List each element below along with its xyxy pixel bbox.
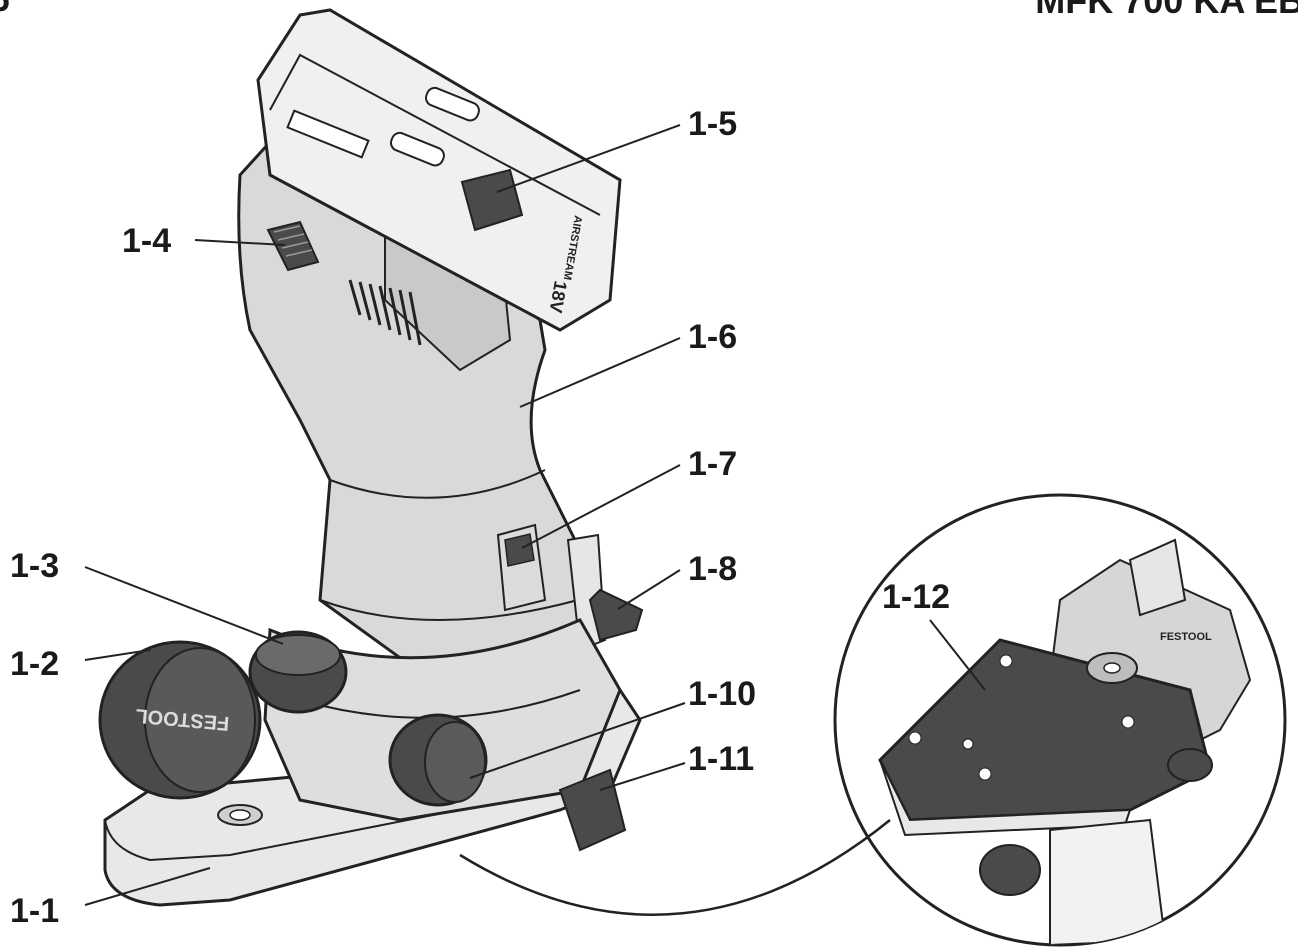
guide-clamp bbox=[558, 768, 627, 852]
label-1-4: 1-4 bbox=[122, 222, 171, 260]
label-1-10: 1-10 bbox=[688, 675, 756, 713]
label-1-6: 1-6 bbox=[688, 318, 737, 356]
detail-inset: FESTOOL bbox=[833, 493, 1287, 947]
label-1-2: 1-2 bbox=[10, 645, 59, 683]
battery-release-button bbox=[460, 168, 524, 232]
on-off-switch bbox=[496, 523, 547, 612]
page-number: 6 bbox=[0, 0, 10, 20]
label-1-7: 1-7 bbox=[688, 445, 737, 483]
speed-wheel bbox=[266, 220, 320, 272]
label-1-5: 1-5 bbox=[688, 105, 737, 143]
label-1-8: 1-8 bbox=[688, 550, 737, 588]
detail-connector bbox=[459, 819, 891, 916]
clamping-knob bbox=[388, 713, 488, 807]
model-title: MFK 700 KA EB bbox=[1035, 0, 1298, 21]
label-1-3: 1-3 bbox=[10, 547, 59, 585]
label-1-1: 1-1 bbox=[10, 892, 59, 930]
charge-indicator bbox=[286, 109, 370, 159]
label-1-12: 1-12 bbox=[882, 578, 950, 616]
brand-logo-inset: FESTOOL bbox=[1160, 631, 1212, 643]
height-adjustment-knob: FESTOOL bbox=[98, 640, 262, 800]
clamping-lever bbox=[588, 588, 644, 642]
battery-pack: 18V AIRSTREAM bbox=[256, 8, 622, 332]
fine-adjustment-knob bbox=[248, 630, 348, 714]
leader-lines bbox=[84, 124, 986, 906]
label-1-11: 1-11 bbox=[688, 740, 754, 778]
